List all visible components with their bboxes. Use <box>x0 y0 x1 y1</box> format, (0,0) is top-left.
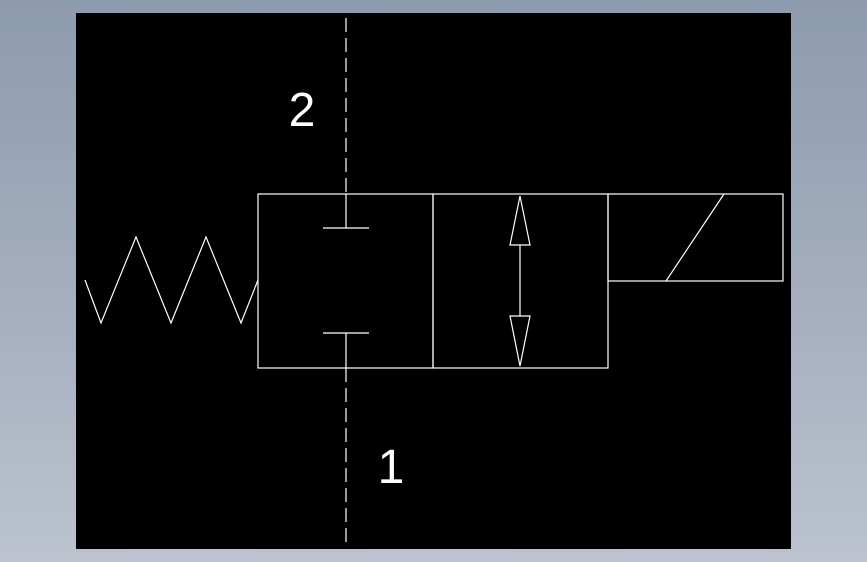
port-label-1: 1 <box>378 441 405 494</box>
solenoid-actuator <box>607 193 784 282</box>
solenoid-diagonal <box>665 193 725 282</box>
flow-arrow-head-up <box>509 195 531 246</box>
spring-symbol <box>84 235 259 325</box>
port-label-2: 2 <box>289 84 316 137</box>
flow-arrow-head-down <box>509 315 531 367</box>
